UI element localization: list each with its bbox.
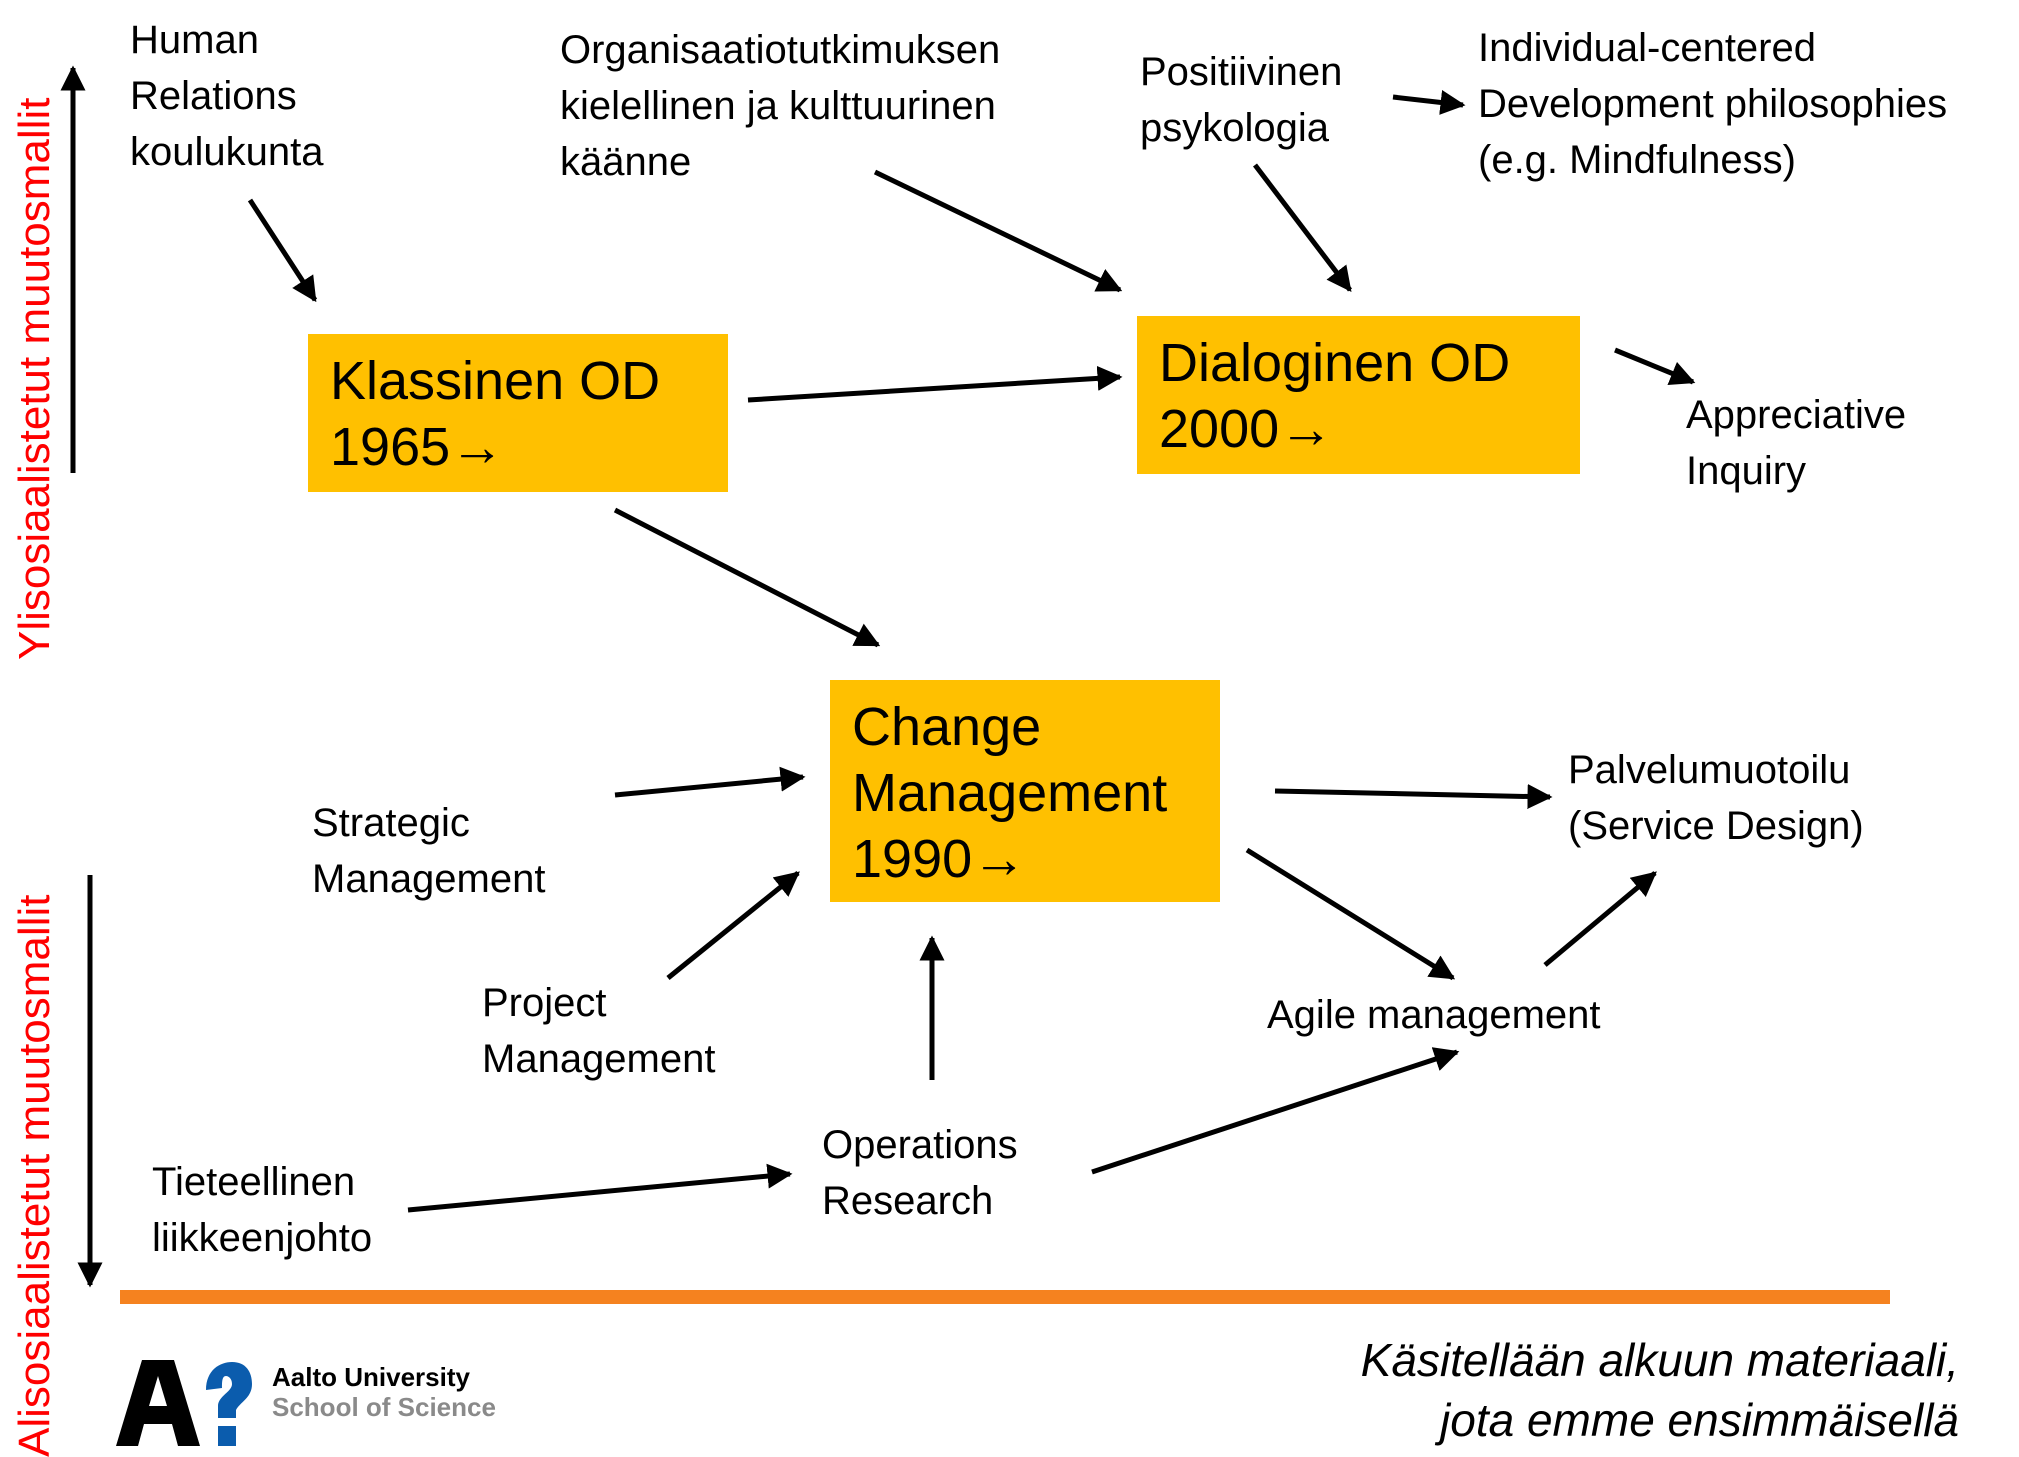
arrow-agile-to-palvelumuotoilu [1543, 871, 1657, 967]
arrow-organisaatio-to-dialoginen [873, 169, 1123, 293]
axis-label-lower: Alisosiaalistetut muutosmallit [10, 894, 59, 1457]
arrow-dialoginen-to-appreciative [1614, 347, 1696, 386]
arrow-human-relations-to-klassinen [247, 198, 318, 303]
arrow-operations-to-agile [1091, 1047, 1460, 1175]
label-palvelumuotoilu: Palvelumuotoilu (Service Design) [1568, 748, 1864, 848]
arrow-change-to-agile [1245, 847, 1456, 981]
label-appreciative-inquiry: Appreciative Inquiry [1686, 393, 1907, 493]
arrow-positiivinen-to-dialoginen [1253, 163, 1352, 292]
box-klassinen-od: Klassinen OD 1965→ [308, 334, 728, 492]
arrow-positiivinen-to-individual [1392, 90, 1466, 115]
arrow-strategic-to-change [614, 766, 806, 798]
arrow-klassinen-to-change [613, 507, 881, 648]
footer-divider [120, 1290, 1890, 1304]
logo-school: School of Science [272, 1392, 496, 1422]
box-dialoginen-od: Dialoginen OD 2000→ [1137, 316, 1580, 474]
arrow-tieteellinen-to-operations [407, 1163, 793, 1213]
label-positiivinen: Positiivinen psykologia [1140, 50, 1343, 150]
box-change-management: Change Management 1990→ [830, 680, 1220, 902]
label-agile-management: Agile management [1267, 993, 1601, 1037]
axis-label-upper: Ylisosiaalistetut muutosmallit [10, 97, 59, 660]
footer-note: Käsitellään alkuun materiaali, jota emme… [1360, 1334, 1959, 1446]
label-human-relations: Human Relations koulukunta [130, 18, 324, 174]
label-operations-research: Operations Research [822, 1123, 1018, 1223]
logo-university: Aalto University [272, 1362, 470, 1392]
label-strategic-management: Strategic Management [312, 801, 546, 901]
arrow-project-to-change [666, 871, 800, 980]
aalto-logo-icon [116, 1360, 252, 1446]
arrow-klassinen-to-dialoginen [747, 365, 1123, 403]
aalto-logo-text: Aalto University School of Science [272, 1362, 496, 1422]
label-project-management: Project Management [482, 981, 716, 1081]
arrow-change-to-palvelumuotoilu [1274, 784, 1553, 810]
label-tieteellinen: Tieteellinen liikkeenjohto [152, 1160, 373, 1260]
label-individual-centered: Individual-centered Development philosop… [1478, 26, 1948, 182]
label-organisaatio: Organisaatiotutkimuksen kielellinen ja k… [560, 28, 1001, 184]
